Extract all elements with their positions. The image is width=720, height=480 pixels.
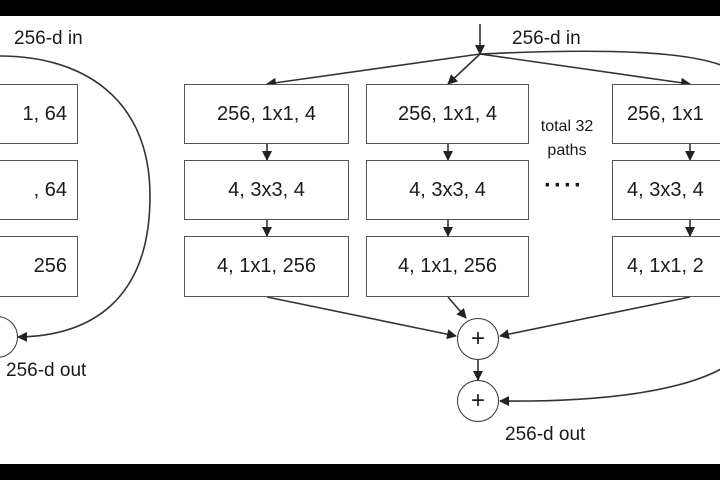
path-3-layer-1: 256, 1x1 (612, 84, 720, 144)
merge-path-3 (499, 296, 691, 340)
path-3-layer-3: 4, 1x1, 2 (612, 236, 720, 297)
path-2-layer-3: 4, 1x1, 256 (366, 236, 529, 297)
right-skip-return (499, 368, 720, 407)
path-1-layer-3: 4, 1x1, 256 (184, 236, 349, 297)
paths-note-line-2: paths (547, 142, 587, 159)
merge-path-1 (266, 296, 457, 340)
path-3-layer-2: 4, 3x3, 4 (612, 160, 720, 220)
right-input-label: 256-d in (512, 28, 581, 49)
left-layer-2: , 64 (0, 160, 78, 220)
left-layer-3: 256 (0, 236, 78, 297)
left-skip-connection (0, 55, 151, 342)
fanout-path-1 (266, 53, 481, 88)
ellipsis-dots: ···· (544, 172, 584, 199)
left-input-label: 256-d in (14, 28, 83, 49)
connection-lines (0, 24, 720, 407)
paths-note-line-1: total 32 (540, 118, 594, 135)
left-output-label: 256-d out (6, 360, 87, 381)
right-skip-connection (479, 50, 720, 66)
diagram-panel: 256-d in 1, 64 , 64 256 256-d out 256-d … (0, 16, 720, 464)
left-layer-1: 1, 64 (0, 84, 78, 144)
right-output-label: 256-d out (505, 424, 586, 445)
merge-path-2 (447, 296, 467, 319)
path-1-layer-1: 256, 1x1, 4 (184, 84, 349, 144)
path-1-layer-2: 4, 3x3, 4 (184, 160, 349, 220)
residual-sum-node: + (457, 380, 499, 422)
path-2-layer-2: 4, 3x3, 4 (366, 160, 529, 220)
aggregation-sum-node: + (457, 318, 499, 360)
fanout-path-3 (479, 53, 691, 88)
fanout-path-2 (447, 53, 481, 85)
path-2-layer-1: 256, 1x1, 4 (366, 84, 529, 144)
